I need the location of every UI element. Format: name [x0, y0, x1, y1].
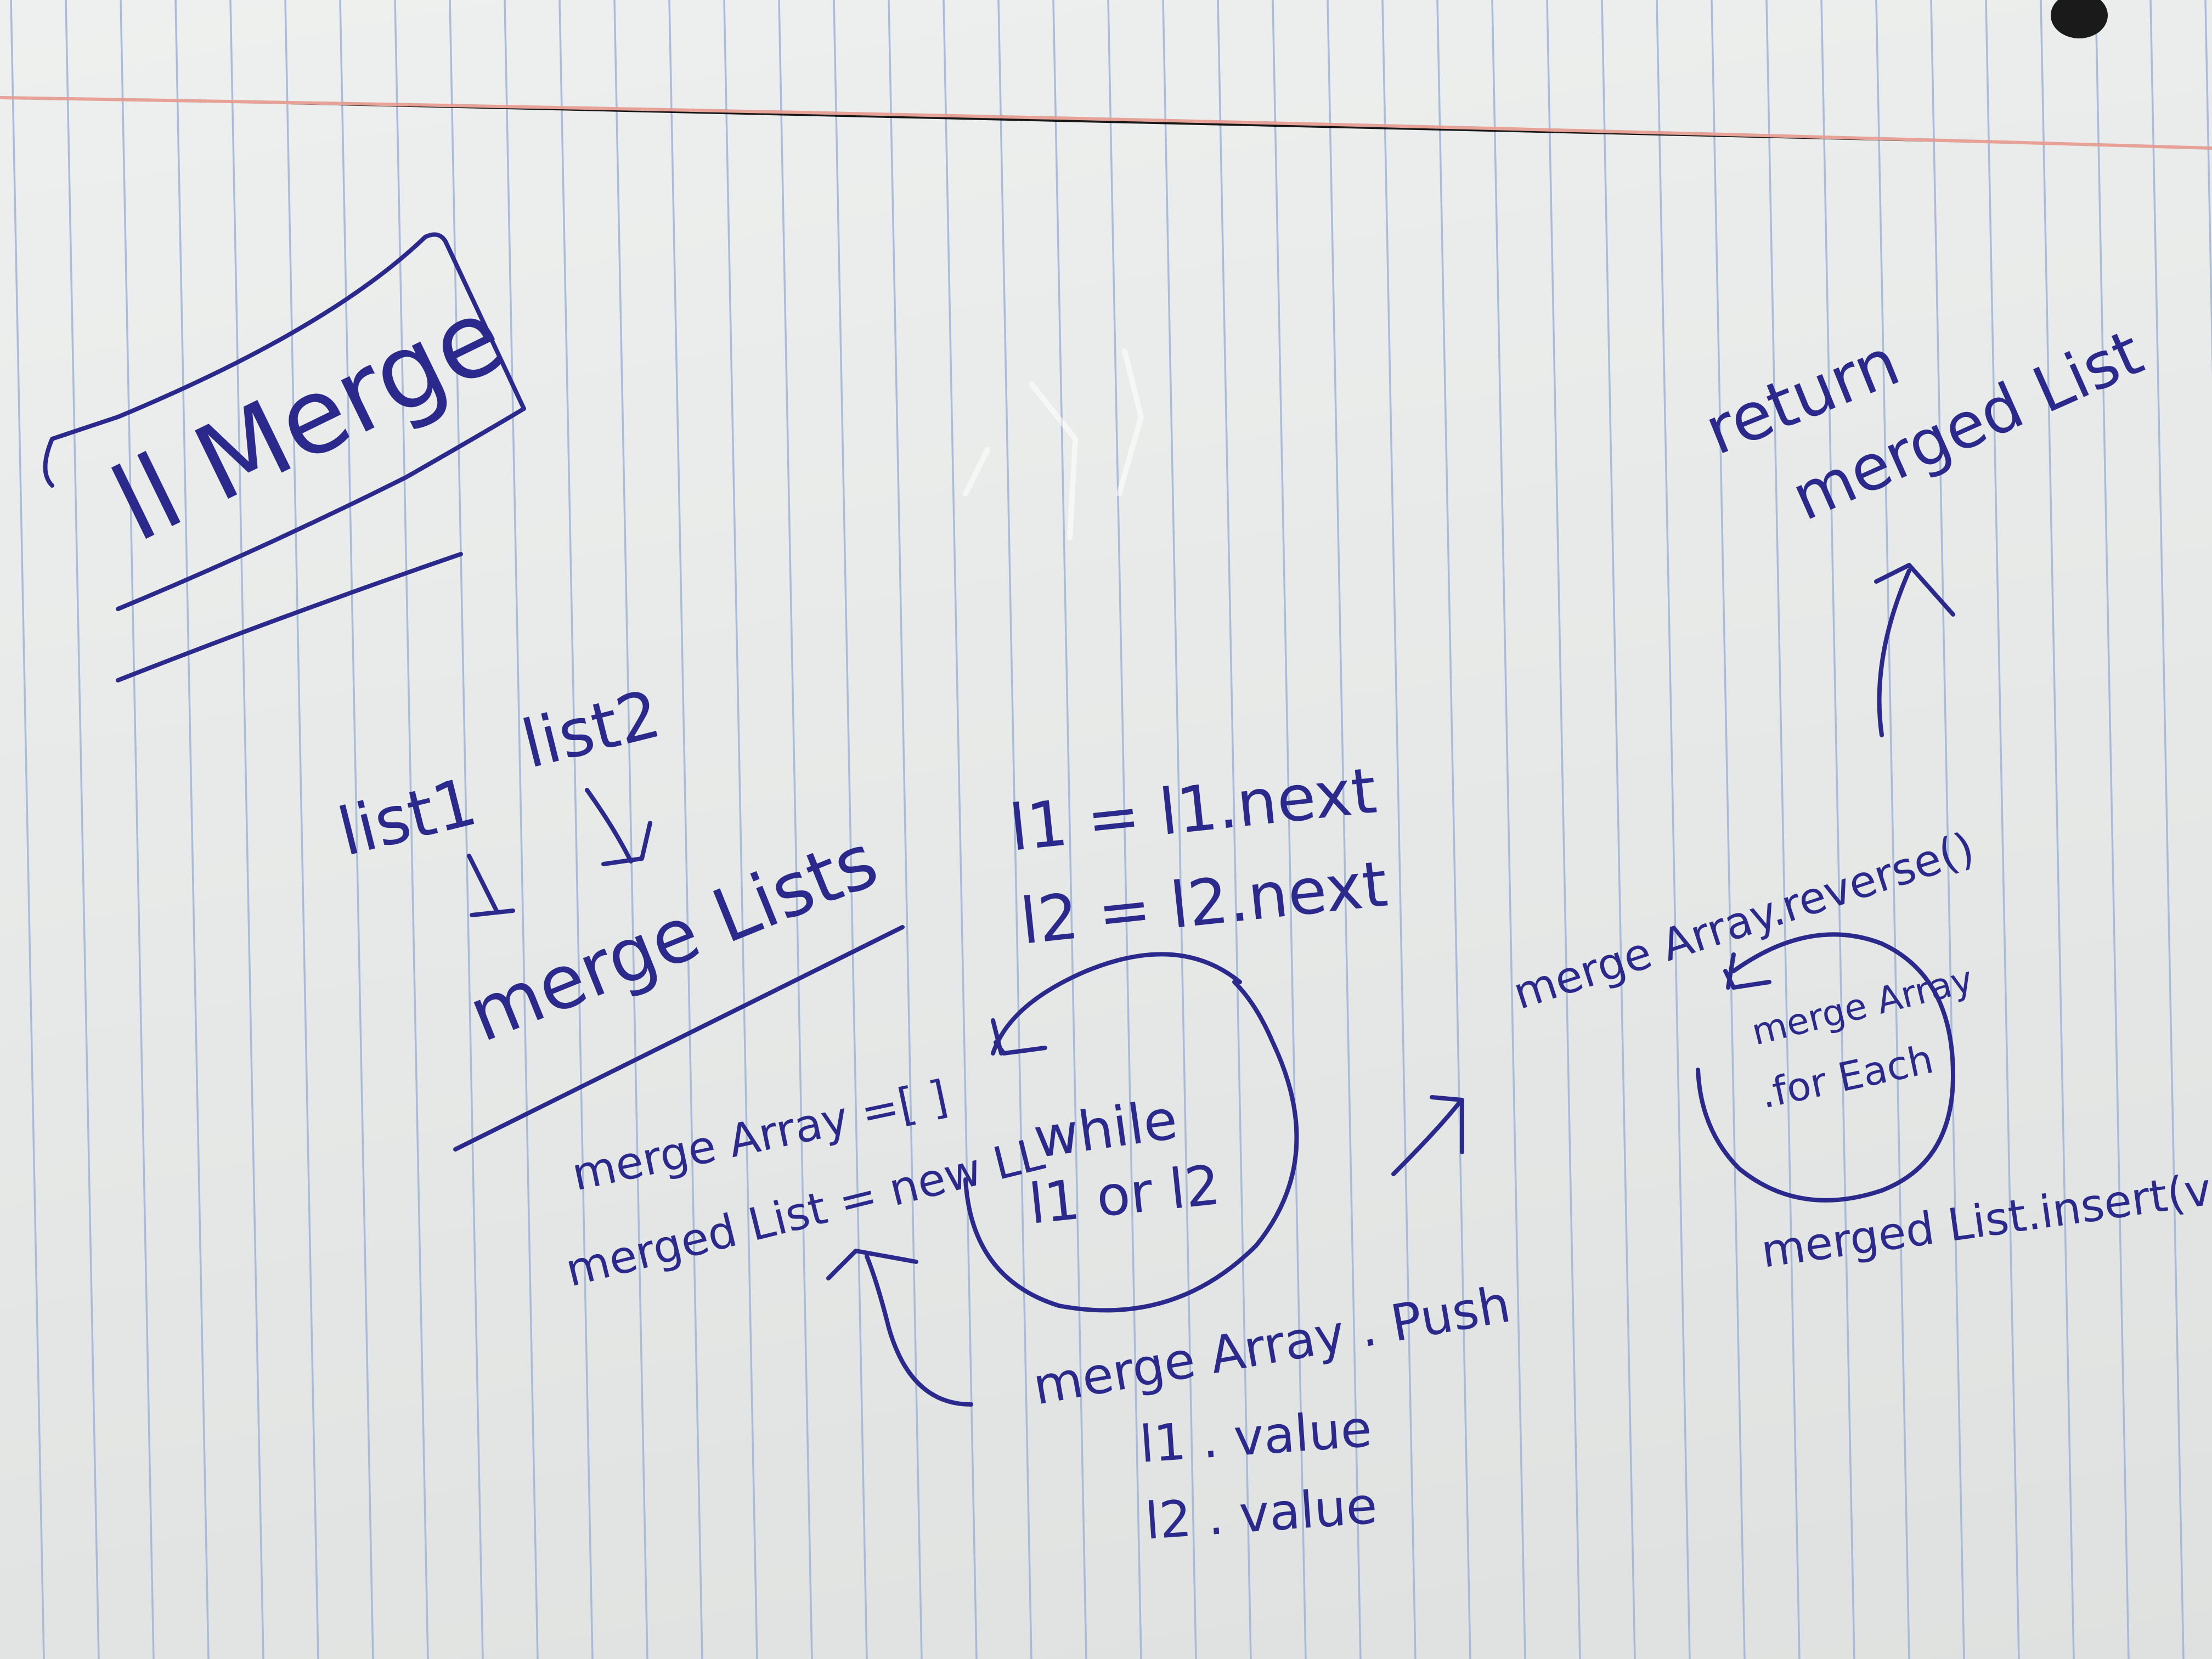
- ruled-line: [284, 0, 319, 1659]
- ruled-line: [1052, 0, 1087, 1659]
- ruled-line: [1985, 0, 2020, 1659]
- insert-call: merged List.insert(valu: [1758, 1154, 2212, 1278]
- return-up-arrow: [1874, 563, 1955, 737]
- loop-keyword: while: [1030, 1087, 1181, 1170]
- ruled-line: [613, 0, 648, 1659]
- ruled-line: [1327, 0, 1362, 1659]
- ruled-line: [833, 0, 868, 1659]
- ruled-line: [1820, 0, 1855, 1659]
- ruled-line: [339, 0, 374, 1659]
- ruled-line: [2149, 0, 2185, 1659]
- ruled-line: [1656, 0, 1691, 1659]
- ruled-line: [120, 0, 155, 1659]
- foreach-arrowhead: [1723, 952, 1771, 990]
- ruled-line: [723, 0, 758, 1659]
- ruled-line: [997, 0, 1032, 1659]
- foreach-line2: .for Each: [1756, 1036, 1937, 1118]
- ruled-line: [778, 0, 813, 1659]
- function-underline: [453, 925, 905, 1152]
- input-list2: list2: [515, 676, 668, 783]
- ruled-line: [1711, 0, 1746, 1659]
- ruled-line: [504, 0, 539, 1659]
- ruled-line: [1930, 0, 1965, 1659]
- ruled-line: [65, 0, 100, 1659]
- title-box: [43, 232, 526, 611]
- ruled-line: [2204, 0, 2212, 381]
- ruled-line: [1491, 0, 1526, 1659]
- while-loop-circle: [963, 952, 1299, 1313]
- ruled-line: [1272, 0, 1307, 1659]
- ruled-line: [943, 0, 978, 1659]
- ruled-line: [558, 0, 594, 1659]
- ruled-line: [2040, 0, 2075, 1659]
- ruled-lines: [10, 0, 2212, 1659]
- ruled-line: [1436, 0, 1471, 1659]
- ruled-line: [1601, 0, 1636, 1659]
- ruled-line: [1765, 0, 1801, 1659]
- push-line2: l1 . value: [1138, 1400, 1374, 1474]
- ruled-line: [1217, 0, 1252, 1659]
- ruled-line: [449, 0, 484, 1659]
- ruled-line: [668, 0, 703, 1659]
- list1-down-arrow: [467, 854, 515, 917]
- loop-arrowhead: [991, 1018, 1047, 1056]
- paper-creases: [963, 348, 1144, 540]
- ruled-line: [1381, 0, 1417, 1659]
- ruled-line: [1107, 0, 1142, 1659]
- ruled-line: [394, 0, 429, 1659]
- push-line3: l2 . value: [1143, 1476, 1379, 1551]
- ruled-line: [229, 0, 264, 1659]
- ruled-line: [174, 0, 210, 1659]
- list2-down-arrow: [585, 788, 652, 866]
- advance-l1: l1 = l1.next: [1006, 754, 1380, 865]
- ruled-line: [2095, 0, 2130, 1659]
- ruled-line: [1875, 0, 1910, 1659]
- ruled-line: [1162, 0, 1197, 1659]
- advance-l2: l2 = l2.next: [1017, 847, 1391, 958]
- title-underline: [116, 552, 463, 682]
- ruled-line: [1546, 0, 1581, 1659]
- ruled-line: [10, 0, 45, 1659]
- foreach-loop-circle: [1696, 932, 1955, 1203]
- foreach-line1: merge Array: [1747, 958, 1977, 1053]
- binder-hole: [2051, 0, 2108, 38]
- loop-exit-arrow: [1391, 1095, 1464, 1176]
- ruled-line: [888, 0, 923, 1659]
- push-line1: merge Array . Push: [1029, 1274, 1515, 1416]
- push-back-arrow: [826, 1249, 973, 1407]
- input-list1: list1: [331, 764, 484, 871]
- margin-line: [0, 96, 2212, 150]
